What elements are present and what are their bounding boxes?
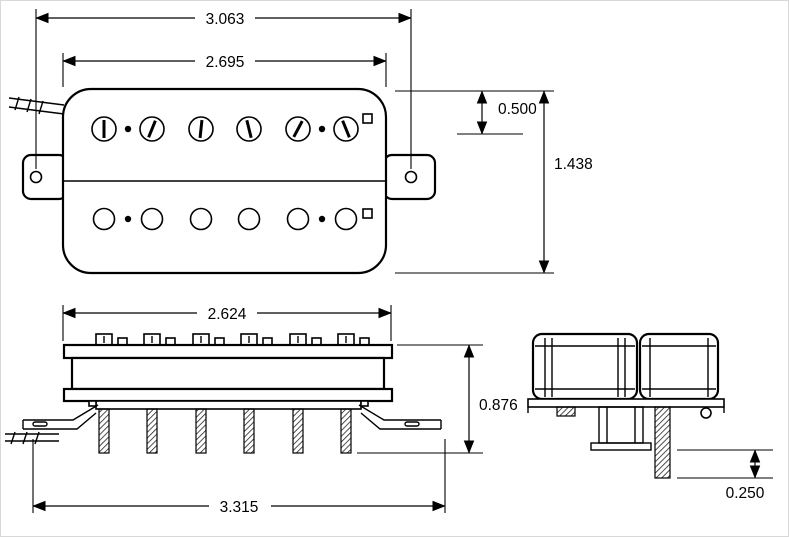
top-view: 3.063 2.695 0.500 1.438 bbox=[8, 9, 593, 275]
mounting-tab-right bbox=[382, 153, 437, 201]
baseplate-side bbox=[88, 400, 369, 410]
side-view: 2.624 0.876 3.315 bbox=[5, 304, 518, 516]
dimension-body-width: 2.695 bbox=[62, 52, 387, 87]
dim-label-leg-span: 3.315 bbox=[220, 499, 259, 516]
coil-body-side bbox=[70, 356, 386, 391]
dim-label-tab-span: 3.063 bbox=[206, 11, 245, 28]
pole-screws-below bbox=[98, 408, 352, 454]
side-pole-tops bbox=[95, 333, 370, 346]
mounting-leg-left bbox=[22, 404, 99, 430]
dim-label-screw-row-offset: 0.500 bbox=[498, 101, 537, 118]
dimension-leg-span: 3.315 bbox=[32, 439, 446, 516]
screw-poles-row bbox=[91, 113, 373, 142]
end-bobbin-left bbox=[531, 332, 639, 401]
dimension-tab-span: 3.063 bbox=[35, 9, 412, 169]
dimension-screw-row-offset: 0.500 bbox=[395, 90, 554, 135]
mounting-leg-right bbox=[358, 404, 442, 430]
dim-label-body-width: 2.695 bbox=[206, 54, 245, 71]
dimension-overall-height: 0.876 bbox=[357, 344, 518, 454]
mounting-tab-left bbox=[21, 153, 69, 201]
dim-label-screw-protrusion: 0.250 bbox=[726, 485, 765, 502]
dimension-body-height: 1.438 bbox=[395, 90, 593, 274]
lead-wire-side bbox=[5, 431, 59, 445]
end-pole-screw bbox=[654, 406, 671, 479]
dim-label-overall-height: 0.876 bbox=[479, 397, 518, 414]
end-mounting-bracket bbox=[590, 406, 652, 451]
end-baseplate bbox=[527, 398, 725, 419]
bobbin-top-flange bbox=[62, 343, 394, 360]
dimension-base-width: 2.624 bbox=[62, 304, 392, 341]
slug-poles-row bbox=[92, 207, 373, 231]
dim-label-base-width: 2.624 bbox=[208, 306, 247, 323]
end-bobbin-right bbox=[638, 332, 720, 401]
dim-label-body-height: 1.438 bbox=[554, 156, 593, 173]
end-view: 0.250 bbox=[527, 332, 773, 502]
bobbin-bottom-flange bbox=[62, 387, 394, 403]
dimension-screw-protrusion: 0.250 bbox=[677, 449, 773, 502]
